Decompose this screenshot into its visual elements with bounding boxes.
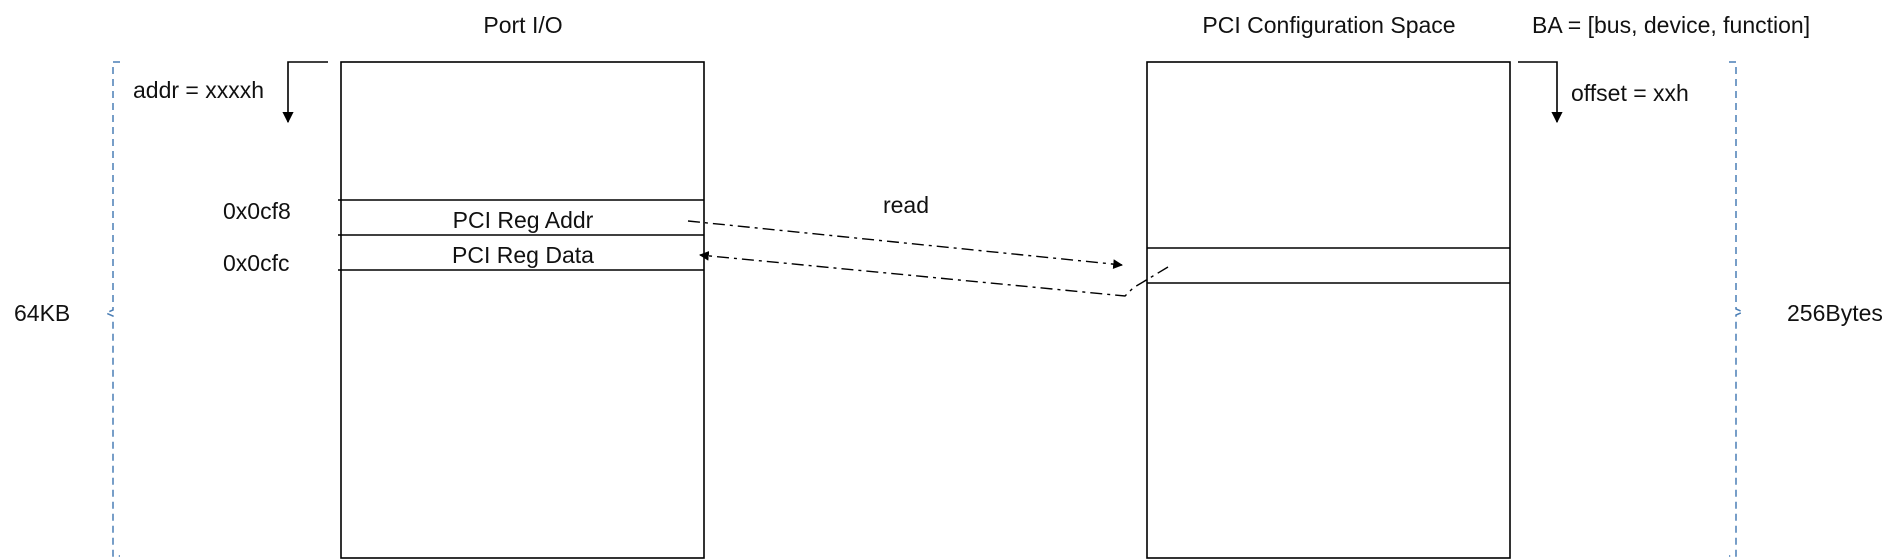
addr-direction-arrow bbox=[282, 61, 328, 124]
reg-addr-offset-label: 0x0cf8 bbox=[223, 198, 291, 224]
port-io-title: Port I/O bbox=[483, 12, 563, 38]
addr-label: addr = xxxxh bbox=[133, 77, 265, 103]
port-io-size-brace bbox=[104, 61, 120, 557]
pci-config-block bbox=[1146, 61, 1511, 559]
read-label: read bbox=[882, 192, 930, 218]
read-data-return-arrow bbox=[699, 250, 1169, 297]
pci-config-size-brace bbox=[1729, 61, 1745, 557]
offset-label: offset = xxh bbox=[1571, 80, 1689, 106]
offset-direction-arrow bbox=[1518, 61, 1563, 124]
pci-config-title: PCI Configuration Space bbox=[1202, 12, 1456, 38]
pci-config-size-label: 256Bytes bbox=[1787, 300, 1883, 326]
read-address-arrow bbox=[687, 220, 1123, 269]
reg-addr-name: PCI Reg Addr bbox=[452, 207, 594, 233]
port-io-size-label: 64KB bbox=[14, 300, 71, 326]
port-io-block bbox=[340, 61, 705, 559]
reg-data-offset-label: 0x0cfc bbox=[223, 250, 290, 276]
reg-data-name: PCI Reg Data bbox=[452, 242, 594, 268]
ba-label: BA = [bus, device, function] bbox=[1532, 12, 1811, 38]
